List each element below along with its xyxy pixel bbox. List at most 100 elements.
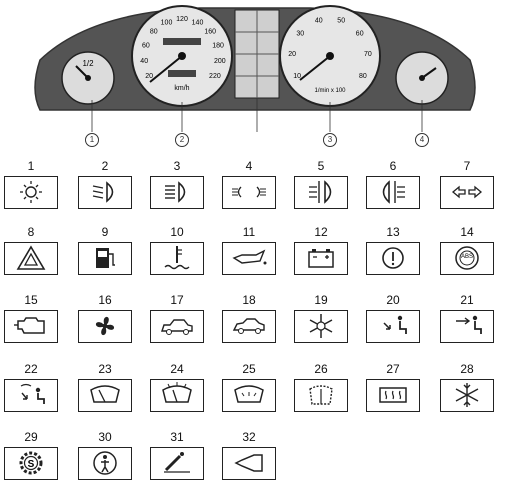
indicator-number: 25 <box>242 362 256 376</box>
indicator-22: 22 <box>0 362 62 418</box>
rear-washer-icon <box>234 385 264 403</box>
car-icon <box>161 319 193 335</box>
speedometer-tick-80: 80 <box>150 29 158 36</box>
tachometer-tick-60: 60 <box>356 30 364 37</box>
indicator-frame <box>78 379 132 412</box>
indicator-10: 10 <box>146 225 208 281</box>
indicator-number: 10 <box>170 225 184 239</box>
indicator-number: 29 <box>24 430 38 444</box>
indicator-8: 8 <box>0 225 62 281</box>
indicator-number: 1 <box>27 159 35 173</box>
light-icon <box>20 181 42 203</box>
indicator-frame <box>4 379 58 412</box>
indicator-19: 19 <box>290 293 352 349</box>
tachometer-tick-30: 30 <box>296 30 304 37</box>
tachometer-unit: 1/min x 100 <box>314 88 346 94</box>
indicator-frame <box>440 310 494 343</box>
indicator-number: 16 <box>98 293 112 307</box>
battery-icon <box>308 249 334 268</box>
speedometer-tick-100: 100 <box>161 19 173 26</box>
tachometer-tick-80: 80 <box>359 73 367 80</box>
tachometer-tick-70: 70 <box>364 51 372 58</box>
indicator-1: 1 <box>0 159 62 215</box>
indicator-number: 5 <box>317 159 325 173</box>
indicator-31: 31 <box>146 430 208 486</box>
indicator-number: 20 <box>386 293 400 307</box>
fuel-icon <box>96 248 115 268</box>
callout-2: 2 <box>170 133 194 147</box>
indicator-number: 3 <box>173 159 181 173</box>
svg-text:S: S <box>28 459 35 470</box>
high-beam-icon <box>165 181 186 203</box>
indicator-4: 4 <box>218 159 280 215</box>
indicator-number: 13 <box>386 225 400 239</box>
indicator-number: 27 <box>386 362 400 376</box>
indicator-number: 30 <box>98 430 112 444</box>
indicator-11: 11 <box>218 225 280 281</box>
indicator-28: 28 <box>436 362 498 418</box>
tachometer-tick-40: 40 <box>315 18 323 25</box>
indicator-number: 6 <box>389 159 397 173</box>
indicator-17: 17 <box>146 293 208 349</box>
defrost-foot-air-icon <box>20 383 45 404</box>
indicator-number: 7 <box>463 159 471 173</box>
tachometer-tick-20: 20 <box>288 51 296 58</box>
indicator-number: 15 <box>24 293 38 307</box>
indicator-frame <box>4 310 58 343</box>
indicator-9: 9 <box>74 225 136 281</box>
rear-fog-light-icon <box>309 180 332 204</box>
indicator-number: 2 <box>101 159 109 173</box>
speedometer-tick-200: 200 <box>214 58 226 65</box>
speedometer-tick-180: 180 <box>212 42 224 49</box>
indicator-30: 30 <box>74 430 136 486</box>
seatbelt-icon <box>93 451 117 475</box>
speedometer-unit: km/h <box>174 85 189 92</box>
indicator-frame <box>78 176 132 209</box>
indicator-number: 12 <box>314 225 328 239</box>
cigarette-lighter-icon <box>164 452 190 473</box>
indicator-frame <box>222 447 276 480</box>
fuel-gauge-label: 1/2 <box>82 59 94 68</box>
indicator-number: 19 <box>314 293 328 307</box>
coolant-temp-icon <box>164 246 190 270</box>
tachometer-tick-10: 10 <box>293 73 301 80</box>
brake-icon <box>382 247 404 269</box>
indicator-16: 16 <box>74 293 136 349</box>
indicator-32: 32 <box>218 430 280 486</box>
indicator-15: 15 <box>0 293 62 349</box>
front-fog-light-icon <box>382 180 405 204</box>
abs-icon <box>455 246 479 270</box>
warning-light-panel <box>234 9 280 99</box>
indicator-20: 20 <box>362 293 424 349</box>
air-conditioning-icon <box>309 314 333 338</box>
speedometer-tick-220: 220 <box>209 73 221 80</box>
footwell-air-icon <box>383 315 407 334</box>
indicator-frame <box>294 242 348 275</box>
temperature-gauge <box>395 51 449 105</box>
indicator-frame <box>222 176 276 209</box>
side-light-icon <box>232 186 266 198</box>
car-alt-icon <box>232 318 265 334</box>
indicator-frame <box>222 310 276 343</box>
indicator-frame <box>440 176 494 209</box>
callout-4: 4 <box>410 133 434 147</box>
indicator-number: 9 <box>101 225 109 239</box>
hood-open-icon <box>309 385 333 405</box>
callout-1: 1 <box>80 133 104 147</box>
indicator-23: 23 <box>74 362 136 418</box>
indicator-12: 12 <box>290 225 352 281</box>
turn-signal-icon <box>451 185 483 199</box>
speedometer-tick-160: 160 <box>204 29 216 36</box>
washer-wiper-icon <box>162 382 192 403</box>
indicator-number: 8 <box>27 225 35 239</box>
indicator-number: 22 <box>24 362 38 376</box>
engine-check-icon <box>14 317 45 334</box>
speedometer-tick-140: 140 <box>192 19 204 26</box>
indicator-number: 4 <box>245 159 253 173</box>
indicator-frame <box>150 310 204 343</box>
indicator-frame <box>150 176 204 209</box>
indicator-number: 14 <box>460 225 474 239</box>
